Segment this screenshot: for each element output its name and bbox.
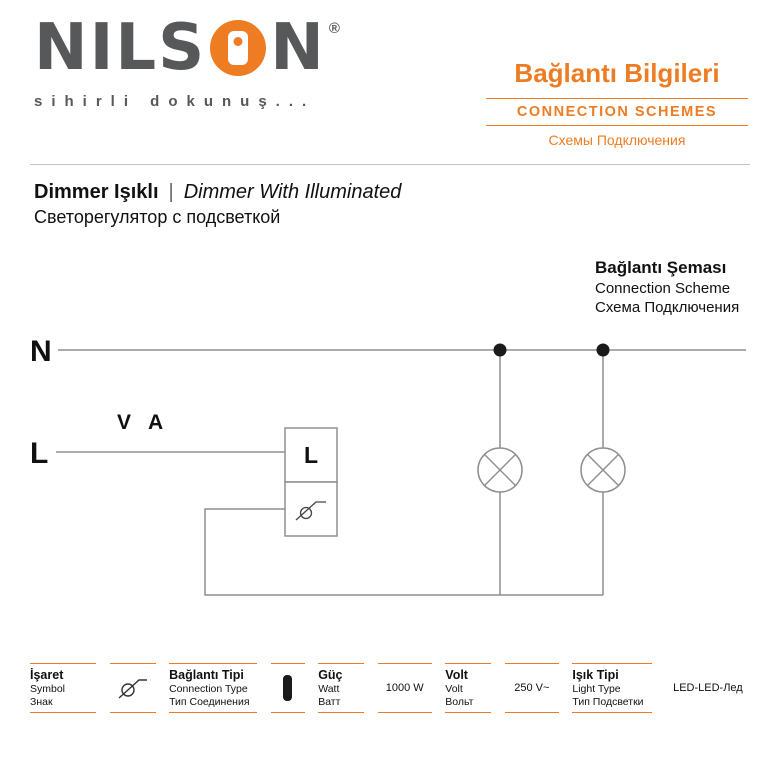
header-title-en: CONNECTION SCHEMES bbox=[516, 104, 718, 120]
junction-dot bbox=[596, 343, 610, 357]
lamp-icon bbox=[580, 447, 626, 493]
spec-footer: İşaret Symbol Знак Bağlantı Tipi Connect… bbox=[30, 663, 750, 713]
dimmer-symbol-icon bbox=[109, 663, 156, 713]
volt-value-text: 250 V~ bbox=[514, 682, 550, 694]
nilson-logo: NILS N ® sihirli dokunuş... bbox=[34, 16, 340, 110]
l-terminal-label: L bbox=[30, 437, 48, 470]
scheme-title-ru: Схема Подключения bbox=[595, 298, 740, 316]
dimmer-unit-box bbox=[284, 427, 338, 537]
connection-label-tr: Bağlantı Tipi bbox=[169, 667, 244, 682]
dimmer-symbol-glyph bbox=[118, 679, 147, 699]
spec-connection-labels: Bağlantı Tipi Connection Type Тип Соедин… bbox=[169, 663, 258, 713]
header-rule-bottom bbox=[486, 125, 748, 126]
connector-pill-icon bbox=[270, 663, 305, 713]
wires bbox=[56, 349, 746, 596]
junction-dot bbox=[493, 343, 507, 357]
connection-label-en: Connection Type bbox=[169, 682, 248, 695]
switch-dot-icon bbox=[233, 37, 243, 46]
header-rule-top bbox=[486, 98, 748, 99]
product-name-ru: Светорегулятор с подсветкой bbox=[34, 207, 281, 227]
n-terminal-label: N bbox=[30, 335, 52, 368]
logo-switch-icon bbox=[210, 20, 267, 76]
power-label-ru: Ватт bbox=[318, 695, 341, 708]
power-label-en: Watt bbox=[318, 682, 340, 695]
scheme-heading: Bağlantı Şeması Connection Scheme Схема … bbox=[595, 257, 739, 317]
logo-text-right: N bbox=[270, 11, 326, 85]
header-title-ru: Схемы Подключения bbox=[548, 132, 686, 148]
product-name-tr: Dimmer Işıklı bbox=[34, 181, 159, 203]
volt-label-tr: Volt bbox=[445, 667, 468, 682]
spec-power-labels: Güç Watt Ватт bbox=[318, 663, 365, 713]
product-name-en: Dimmer With Illuminated bbox=[183, 181, 402, 203]
spec-symbol-labels: İşaret Symbol Знак bbox=[30, 663, 96, 713]
power-value-text: 1000 W bbox=[385, 682, 424, 694]
symbol-label-en: Symbol bbox=[30, 682, 66, 695]
light-type-value: LED-LED-Лед bbox=[666, 663, 750, 713]
symbol-label-ru: Знак bbox=[30, 695, 53, 708]
volt-label-ru: Вольт bbox=[445, 695, 474, 708]
light-type-value-text: LED-LED-Лед bbox=[673, 682, 743, 694]
header-titles: Bağlantı Bilgileri CONNECTION SCHEMES Сх… bbox=[486, 58, 748, 148]
spec-light-labels: Işık Tipi Light Type Тип Подсветки bbox=[572, 663, 653, 713]
header-title-tr: Bağlantı Bilgileri bbox=[514, 58, 720, 88]
light-label-ru: Тип Подсветки bbox=[572, 695, 644, 708]
product-title: Dimmer Işıklı | Dimmer With Illuminated bbox=[34, 181, 401, 204]
scheme-title-tr: Bağlantı Şeması bbox=[595, 258, 727, 277]
volt-value: 250 V~ bbox=[504, 663, 559, 713]
brand-tagline: sihirli dokunuş... bbox=[34, 93, 316, 110]
light-label-tr: Işık Tipi bbox=[572, 667, 619, 682]
connector-pill-glyph bbox=[283, 675, 293, 701]
dimmer-symbol-icon bbox=[295, 501, 326, 521]
lamp-icon bbox=[477, 447, 523, 493]
symbol-label-tr: İşaret bbox=[30, 667, 64, 682]
spec-volt-labels: Volt Volt Вольт bbox=[445, 663, 492, 713]
va-label: V A bbox=[117, 411, 169, 434]
volt-label-en: Volt bbox=[445, 682, 463, 695]
power-label-tr: Güç bbox=[318, 667, 343, 682]
switch-body-icon bbox=[228, 31, 249, 65]
scheme-title-en: Connection Scheme bbox=[595, 279, 731, 297]
logo-wordmark: NILS N ® bbox=[34, 16, 340, 80]
light-label-en: Light Type bbox=[572, 682, 621, 695]
connection-label-ru: Тип Соединения bbox=[169, 695, 250, 708]
registered-trademark: ® bbox=[328, 20, 340, 37]
logo-text-left: NILS bbox=[34, 11, 207, 85]
title-separator: | bbox=[168, 181, 174, 203]
header-divider bbox=[30, 164, 750, 165]
dimmer-box-label: L bbox=[304, 442, 318, 468]
power-value: 1000 W bbox=[377, 663, 432, 713]
